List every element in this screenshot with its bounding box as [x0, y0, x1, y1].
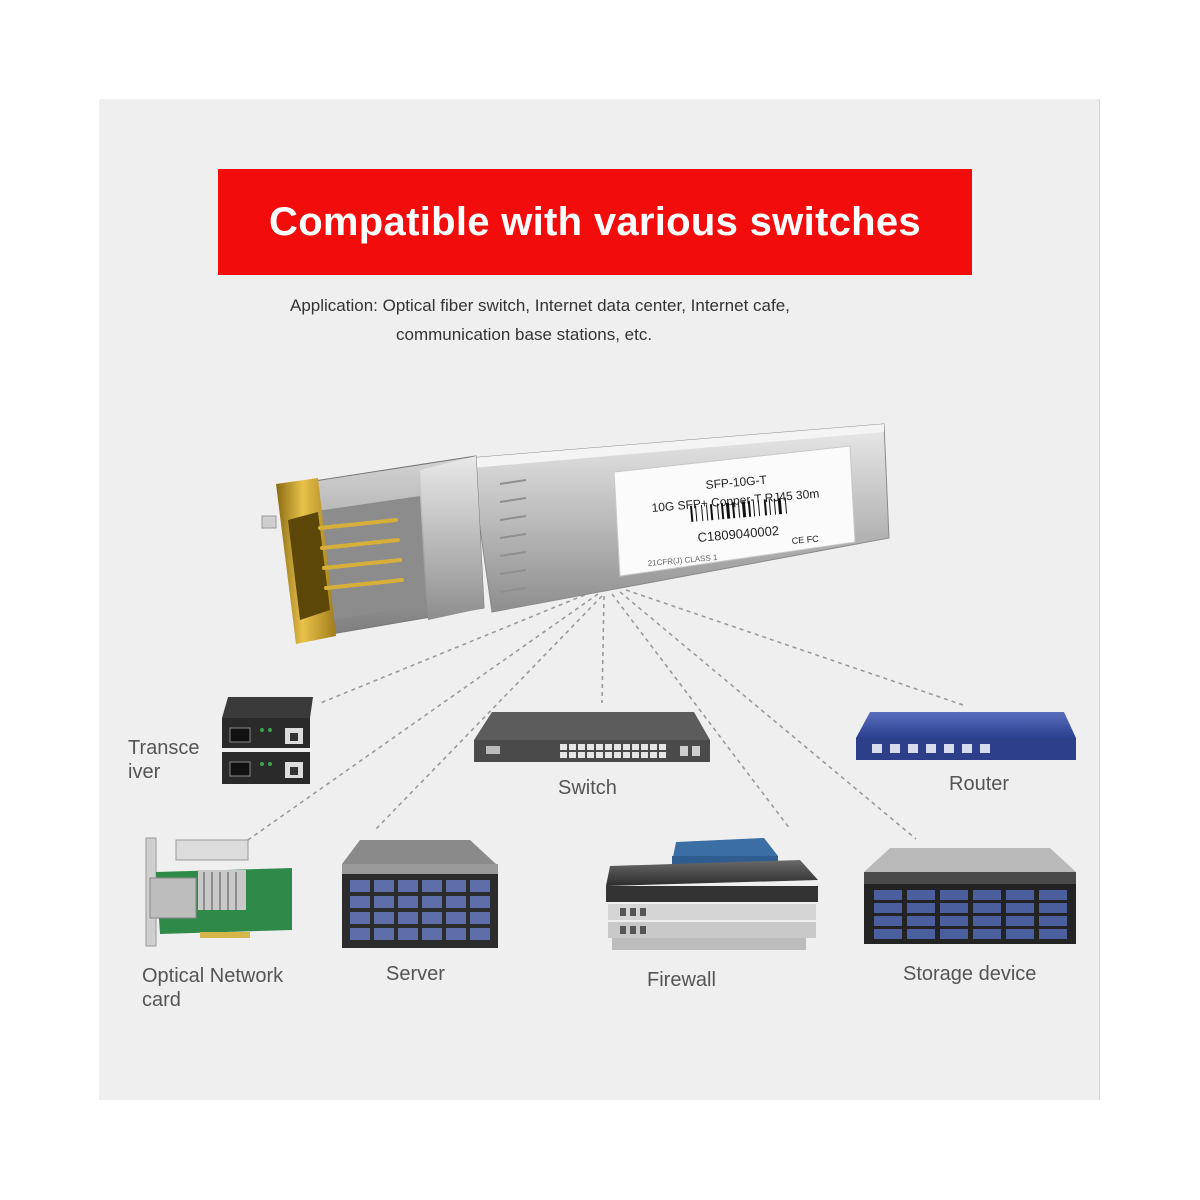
switch-icon	[474, 712, 710, 762]
barcode-icon	[690, 497, 788, 522]
label-switch: Switch	[558, 777, 617, 799]
label-router: Router	[949, 773, 1010, 795]
label-storage: Storage device	[903, 963, 1037, 985]
connector-lines	[244, 589, 967, 843]
firewall-icon	[606, 838, 818, 950]
label-server: Server	[386, 963, 445, 985]
label-firewall: Firewall	[647, 969, 716, 991]
title-banner: Compatible with various switches	[218, 169, 972, 275]
server-icon	[342, 840, 498, 948]
storage-icon	[864, 848, 1076, 944]
sfp-module-icon: SFP-10G-T 10G SFP+ Copper-T RJ45 30m C18…	[261, 423, 890, 644]
network-card-icon	[145, 837, 292, 947]
application-line-1: Application: Optical fiber switch, Inter…	[290, 296, 790, 315]
transceiver-icon	[222, 697, 313, 784]
panel-edge	[1099, 99, 1100, 1100]
module-model-text: SFP-10G-T	[705, 473, 768, 492]
label-transceiver-line1: Transce	[128, 737, 200, 759]
router-icon	[856, 712, 1076, 760]
label-transceiver: Transce iver	[128, 736, 200, 784]
banner-title: Compatible with various switches	[269, 199, 921, 244]
label-network-card-line2: card	[142, 989, 181, 1011]
module-marks-text: CE FC	[791, 534, 819, 546]
module-serial-text: C1809040002	[697, 523, 780, 545]
label-network-card: Optical Network card	[142, 964, 283, 1012]
label-network-card-line1: Optical Network	[142, 965, 284, 987]
label-transceiver-line2: iver	[128, 761, 161, 783]
application-line-2: communication base stations, etc.	[396, 325, 653, 344]
